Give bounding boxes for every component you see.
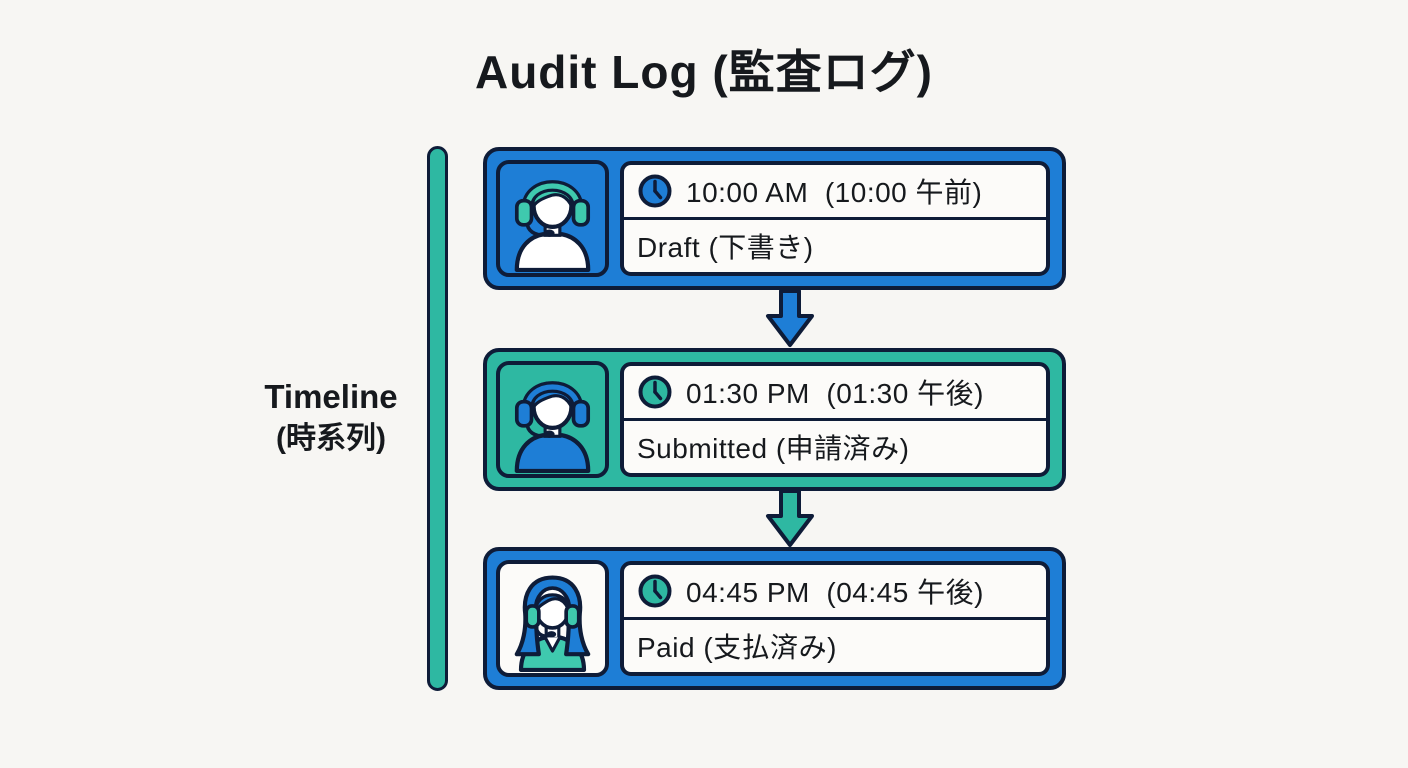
event-card-paid: 04:45 PM (04:45 午後) Paid (支払済み) bbox=[483, 547, 1066, 690]
support-agent-icon bbox=[514, 381, 591, 474]
clock-icon bbox=[638, 174, 672, 208]
avatar bbox=[496, 361, 609, 478]
event-status-row: Draft (下書き) bbox=[624, 220, 1046, 272]
event-panel: 01:30 PM (01:30 午後) Submitted (申請済み) bbox=[620, 362, 1050, 477]
event-time-row: 04:45 PM (04:45 午後) bbox=[624, 565, 1046, 620]
event-status-row: Paid (支払済み) bbox=[624, 620, 1046, 672]
timeline-label-jp: (時系列) bbox=[276, 421, 386, 455]
support-agent-icon bbox=[514, 180, 591, 273]
event-time: 10:00 AM (10:00 午前) bbox=[686, 177, 983, 208]
arrow-down-icon bbox=[766, 490, 814, 547]
support-agent-icon bbox=[514, 575, 591, 673]
event-card-submitted: 01:30 PM (01:30 午後) Submitted (申請済み) bbox=[483, 348, 1066, 491]
event-time: 01:30 PM (01:30 午後) bbox=[686, 378, 984, 409]
event-card-draft: 10:00 AM (10:00 午前) Draft (下書き) bbox=[483, 147, 1066, 290]
clock-icon bbox=[638, 375, 672, 409]
event-time-row: 10:00 AM (10:00 午前) bbox=[624, 165, 1046, 220]
event-status-row: Submitted (申請済み) bbox=[624, 421, 1046, 473]
event-status: Submitted (申請済み) bbox=[637, 433, 910, 464]
event-status: Paid (支払済み) bbox=[637, 632, 837, 663]
clock-icon bbox=[638, 574, 672, 608]
avatar bbox=[496, 560, 609, 677]
avatar bbox=[496, 160, 609, 277]
arrow-down-icon bbox=[766, 290, 814, 347]
timeline-label-en: Timeline bbox=[264, 378, 398, 415]
page-title: Audit Log (監査ログ) bbox=[474, 46, 933, 98]
event-time: 04:45 PM (04:45 午後) bbox=[686, 577, 984, 608]
event-status: Draft (下書き) bbox=[637, 232, 814, 263]
event-time-row: 01:30 PM (01:30 午後) bbox=[624, 366, 1046, 421]
event-panel: 10:00 AM (10:00 午前) Draft (下書き) bbox=[620, 161, 1050, 276]
timeline-bar bbox=[427, 146, 448, 691]
event-panel: 04:45 PM (04:45 午後) Paid (支払済み) bbox=[620, 561, 1050, 676]
timeline-label: Timeline (時系列) bbox=[216, 376, 446, 458]
